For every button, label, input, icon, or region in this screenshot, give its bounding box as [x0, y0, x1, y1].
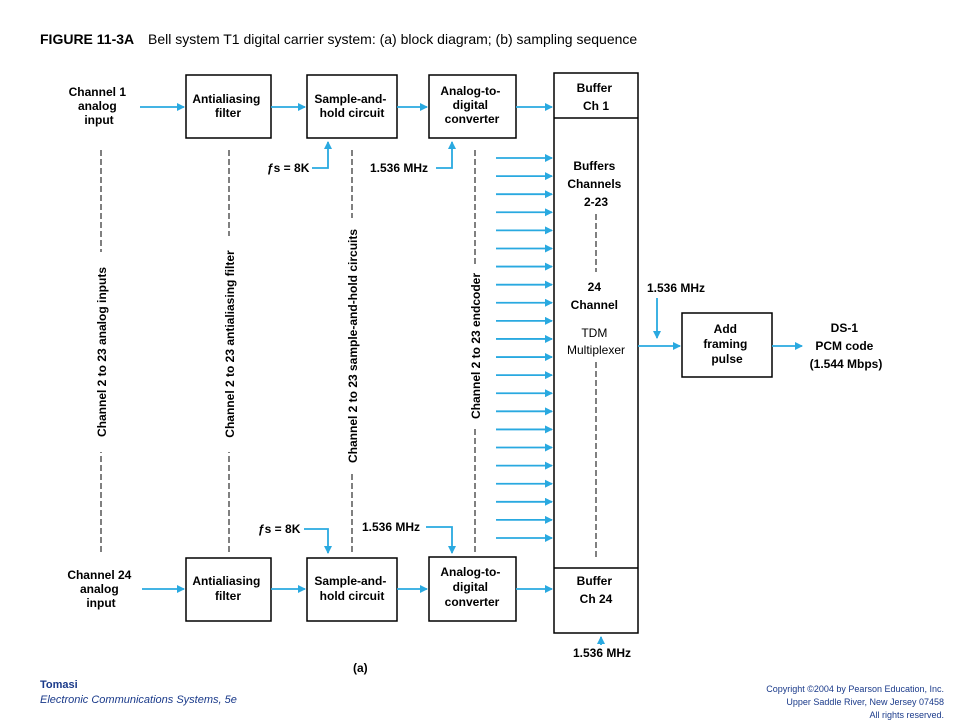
vlabel-antialias: Channel 2 to 23 antialiasing filter: [223, 250, 237, 438]
clock-label-adc-top: 1.536 MHz: [370, 161, 428, 175]
footer-author: Tomasi: [40, 679, 78, 691]
copyright-line-1: Copyright ©2004 by Pearson Education, In…: [766, 684, 944, 694]
figure-title: Bell system T1 digital carrier system: (…: [148, 31, 638, 47]
clock-label-adc-bottom: 1.536 MHz: [362, 520, 420, 534]
sample-hold-ch1-label: Sample-and- hold circuit: [314, 92, 389, 120]
fs-label-top: ƒs = 8K: [267, 161, 310, 175]
channel-2-23-input-arrows: [496, 154, 553, 542]
fs-arrow-top: [312, 141, 332, 169]
clock-arrow-adc-bottom: [426, 526, 456, 554]
buffer-ch1-label: Buffer Ch 1: [577, 81, 616, 113]
footer-book: Electronic Communications Systems, 5e: [40, 694, 237, 706]
adc-ch24-label: Analog-to- digital converter: [440, 565, 503, 609]
antialias-filter-ch1: [185, 74, 272, 139]
figure-caption: FIGURE 11-3A Bell system T1 digital carr…: [40, 31, 637, 47]
tdm-label: 24 Channel TDM Multiplexer: [567, 280, 625, 357]
copyright-line-2: Upper Saddle River, New Jersey 07458: [786, 697, 944, 707]
antialias-filter-ch24-label: Antialiasing filter: [192, 574, 263, 603]
antialias-filter-ch1-label: Antialiasing filter: [192, 92, 263, 120]
vlabel-encoder: Channel 2 to 23 endcoder: [469, 273, 483, 419]
ds1-output-label: DS-1 PCM code (1.544 Mbps): [810, 321, 883, 371]
gap-antialias: [222, 236, 236, 452]
footer-attribution: Tomasi Electronic Communications Systems…: [40, 678, 237, 708]
gap-encoder: [468, 266, 482, 426]
gap-analog-inputs: [94, 252, 108, 452]
add-framing-pulse-block: [681, 312, 773, 378]
buffers-mid-label: Buffers Channels 2-23: [567, 159, 624, 209]
adc-ch24: [428, 556, 517, 622]
sub-figure-label: (a): [353, 661, 368, 675]
clock-label-framing: 1.536 MHz: [647, 281, 705, 295]
footer-copyright: Copyright ©2004 by Pearson Education, In…: [766, 683, 944, 722]
ch24-input-label: Channel 24 analog input: [67, 568, 134, 610]
ch1-input-label: Channel 1 analog input: [69, 85, 130, 127]
gap-sample-hold: [345, 218, 359, 474]
clock-label-buffer-ch24: 1.536 MHz: [573, 646, 631, 660]
sample-hold-ch24-label: Sample-and- hold circuit: [314, 574, 389, 603]
vlabel-analog-inputs: Channel 2 to 23 analog inputs: [95, 267, 109, 437]
copyright-line-3: All rights reserved.: [869, 710, 944, 720]
figure-number: FIGURE 11-3A: [40, 31, 135, 47]
tdm-multiplexer-column: [553, 72, 639, 634]
framing-label: Add framing pulse: [703, 322, 750, 366]
fs-arrow-bottom: [304, 528, 332, 554]
antialias-filter-ch24: [185, 557, 272, 622]
clock-arrow-adc-top: [436, 141, 456, 169]
vlabel-sample-hold: Channel 2 to 23 sample-and-hold circuits: [346, 229, 360, 463]
buffer-ch24-label: Buffer Ch 24: [577, 574, 616, 606]
adc-ch1-label: Analog-to- digital converter: [440, 84, 503, 126]
fs-label-bottom: ƒs = 8K: [258, 522, 301, 536]
